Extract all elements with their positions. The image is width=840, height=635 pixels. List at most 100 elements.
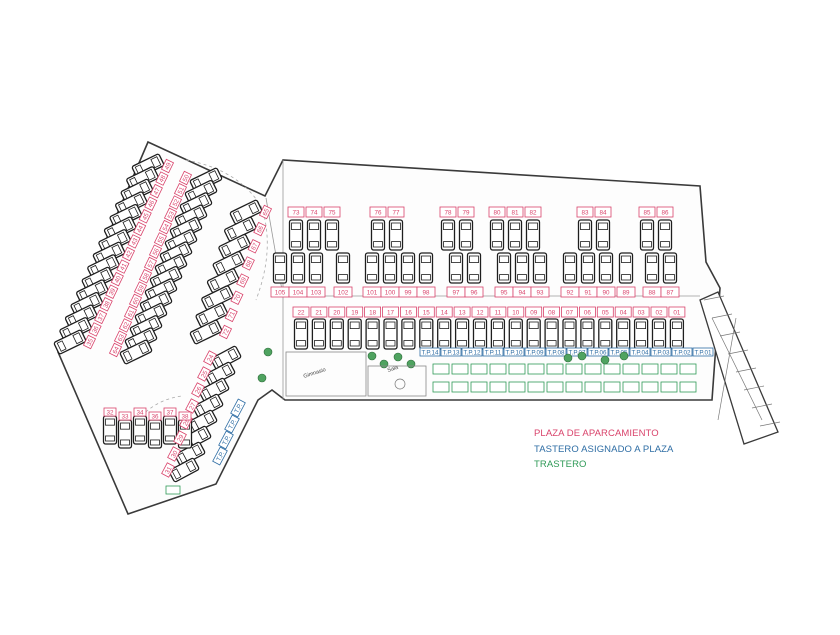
car-low-11-windshield (492, 321, 503, 329)
space-label-south-25: 25 (197, 366, 211, 382)
space-label-22-text: 22 (297, 309, 305, 316)
storage-assigned-T.P.12: T.P.12 (461, 347, 483, 357)
space-label-74: 74 (305, 206, 323, 218)
space-label-75: 75 (323, 206, 341, 218)
storage-assigned-T.P.10-text: T.P.10 (505, 349, 523, 356)
car-mid-90-body (598, 252, 614, 284)
space-label-93-text: 93 (536, 289, 544, 296)
space-label-west-69-box (236, 273, 250, 288)
space-label-85-box (638, 206, 656, 218)
storage-room (641, 381, 659, 393)
space-label-80-text: 80 (493, 209, 501, 216)
space-label-79-text: 79 (462, 209, 470, 216)
storage-assigned-south-box (230, 398, 246, 418)
space-label-west-57-text: 57 (147, 259, 157, 269)
space-label-07-text: 07 (566, 309, 574, 316)
ramp-outline (699, 291, 779, 445)
storage-assigned-south-text: T.P. (221, 434, 232, 446)
space-label-81-text: 81 (511, 209, 519, 216)
storage-room (527, 363, 545, 375)
car-top-85-body (639, 219, 655, 251)
space-label-76: 76 (369, 206, 387, 218)
space-label-west-56-box (148, 244, 163, 259)
space-label-west-40: 40 (110, 271, 124, 287)
car-mid-89 (618, 252, 634, 284)
car-low-16-body (401, 318, 416, 350)
storage-room (527, 381, 545, 393)
car-low-06 (580, 318, 595, 350)
car-low-09-rear-window (528, 340, 539, 347)
car-low-22 (293, 318, 309, 350)
car-low-08-rear-window (546, 340, 557, 347)
space-label-west-41: 41 (116, 259, 130, 274)
car-south-31 (168, 457, 200, 483)
car-mid-91-rear-window (583, 274, 593, 281)
space-label-west-38-box (99, 297, 113, 312)
space-label-west-48-box (155, 171, 169, 186)
car-south-33 (117, 419, 133, 449)
space-label-83-box (576, 206, 594, 218)
space-label-west-61: 61 (123, 305, 138, 321)
car-top-77-rear-window (391, 241, 401, 248)
car-low-17-rear-window (385, 340, 396, 347)
storage-assigned-T.P.12-box (461, 347, 483, 357)
storage-room (584, 363, 602, 375)
car-low-11-rear-window (492, 340, 503, 347)
planter (577, 351, 587, 361)
space-label-05-box (596, 306, 614, 318)
car-mid-97-rear-window (451, 274, 461, 281)
space-label-102-text: 102 (338, 289, 349, 296)
space-label-103: 103 (306, 286, 326, 298)
storage-assigned-T.P.14-text: T.P.14 (421, 349, 439, 356)
car-low-05 (598, 318, 613, 350)
space-label-west-45-box (138, 209, 152, 224)
storage-room (679, 363, 697, 375)
car-top-79-windshield (461, 222, 471, 230)
car-top-78-rear-window (443, 241, 453, 248)
car-low-18 (365, 318, 380, 350)
space-label-west-60-text: 60 (132, 296, 142, 306)
space-label-west-68: 68 (241, 256, 255, 271)
space-label-94: 94 (512, 286, 532, 298)
space-label-103-text: 103 (311, 289, 322, 296)
space-label-south-26-text: 26 (194, 385, 204, 395)
car-low-08 (544, 318, 559, 350)
car-low-19-body (347, 318, 362, 350)
car-top-76-windshield (373, 222, 383, 230)
space-label-west-51: 51 (173, 183, 188, 198)
space-label-84-box (594, 206, 612, 218)
car-top-83 (577, 219, 593, 251)
space-label-14-box (435, 306, 453, 318)
car-west-center-68-windshield (231, 253, 243, 266)
space-label-87-text: 87 (666, 289, 674, 296)
space-label-west-62-text: 62 (122, 321, 132, 331)
car-west-inner-51-windshield (203, 182, 215, 195)
car-mid-101-windshield (367, 255, 377, 263)
storage-room (622, 363, 640, 375)
planter (393, 352, 403, 362)
storage-assigned-T.P.11-box (482, 347, 504, 357)
car-top-82 (525, 219, 541, 251)
car-mid-92-rear-window (565, 274, 575, 281)
storage-assigned-T.P.05-text: T.P.05 (610, 349, 628, 356)
car-low-10 (508, 318, 523, 350)
car-west-inner-52-windshield (198, 194, 210, 207)
space-label-south-31-box (161, 462, 175, 478)
car-mid-104-rear-window (293, 274, 303, 281)
space-label-west-44: 44 (133, 221, 147, 237)
space-label-78-box (439, 206, 457, 218)
car-mid-96-windshield (469, 255, 479, 263)
car-west-center-70-windshield (219, 287, 231, 300)
car-top-73-body (288, 219, 304, 251)
space-label-west-52-text: 52 (172, 198, 182, 208)
car-low-04 (616, 318, 631, 350)
car-top-84-windshield (598, 222, 608, 230)
car-west-inner-59-windshield (163, 280, 175, 293)
space-label-93-box (530, 286, 550, 298)
storage-assigned-T.P.09-box (524, 347, 546, 357)
storage-assigned-T.P.05: T.P.05 (608, 347, 630, 357)
car-west-inner-58-windshield (168, 268, 180, 281)
storage-assigned-south-box (212, 446, 228, 466)
car-low-18-body (365, 318, 380, 350)
space-label-west-65-text: 65 (262, 207, 272, 217)
